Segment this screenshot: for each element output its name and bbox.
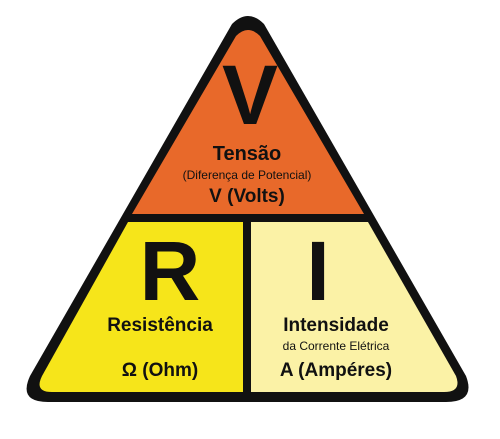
resistance-title: Resistência	[107, 315, 213, 336]
resistance-letter: R	[140, 224, 201, 318]
current-subtitle: da Corrente Elétrica	[283, 339, 390, 353]
voltage-subtitle: (Diferença de Potencial)	[183, 168, 312, 182]
voltage-letter: V	[222, 48, 278, 142]
voltage-section	[132, 30, 364, 214]
current-section	[251, 222, 458, 392]
current-letter: I	[306, 224, 329, 318]
voltage-unit: V (Volts)	[209, 186, 285, 207]
voltage-title: Tensão	[213, 143, 282, 165]
resistance-unit: Ω (Ohm)	[122, 360, 198, 381]
resistance-section	[39, 222, 244, 392]
current-unit: A (Ampéres)	[280, 360, 392, 381]
current-title: Intensidade	[283, 315, 389, 336]
